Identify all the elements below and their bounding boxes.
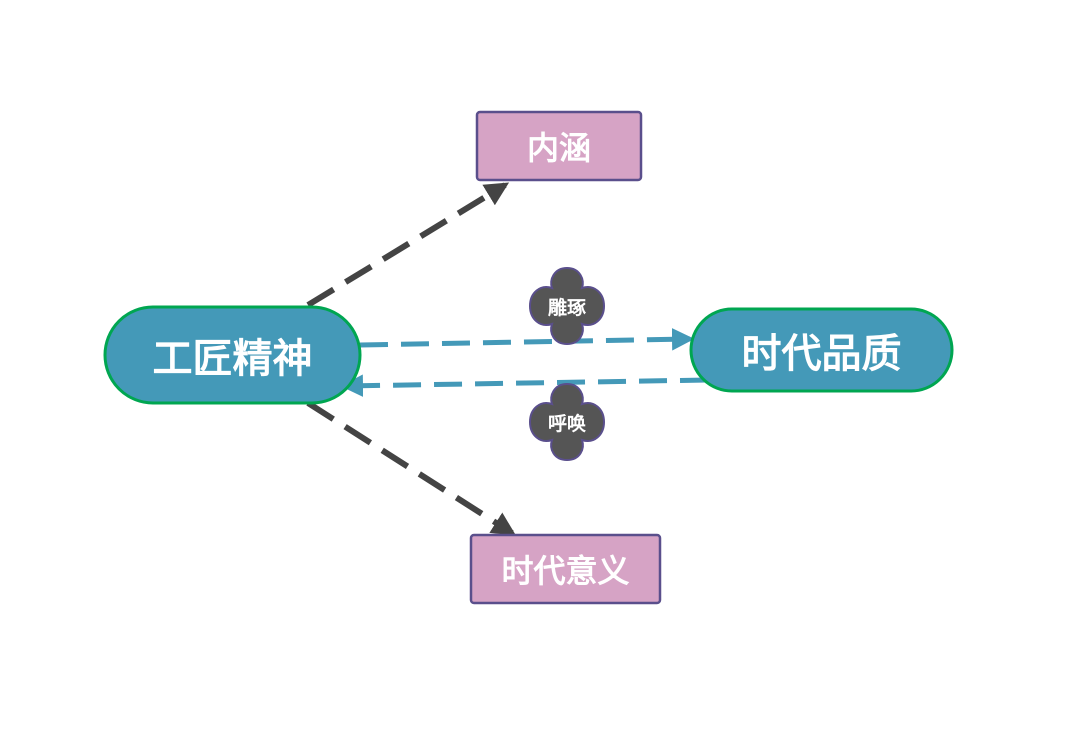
node-connotation[interactable] [475, 110, 643, 182]
arrow-to-connotation [306, 182, 510, 308]
node-era-significance[interactable] [469, 533, 662, 605]
arrow-to-era-significance [306, 400, 517, 536]
cloud-carve [528, 266, 606, 346]
node-era-quality[interactable] [689, 307, 954, 393]
arrow-carve [359, 328, 695, 351]
arrow-call [340, 374, 709, 397]
cloud-call [528, 382, 606, 462]
node-craftsman-spirit[interactable] [103, 305, 362, 405]
